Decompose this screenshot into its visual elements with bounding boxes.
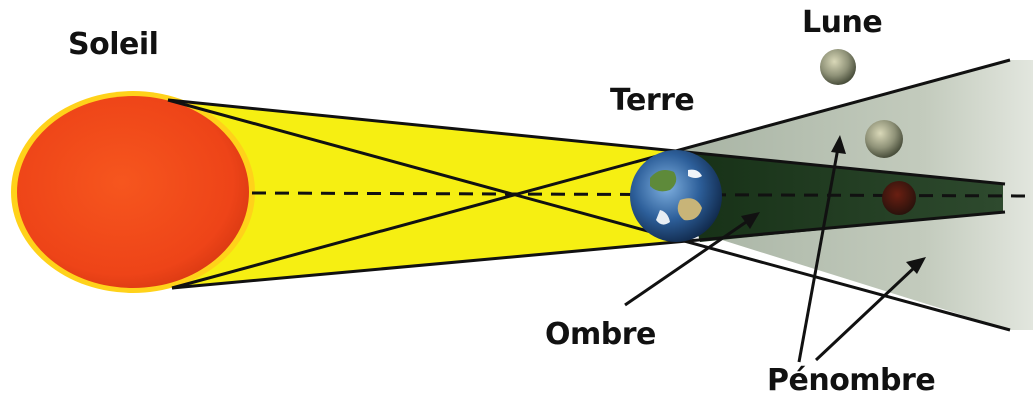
moon-upper [820,49,856,85]
umbra-label: Ombre [545,320,656,350]
earth [630,150,722,242]
sun [17,96,249,288]
moon-eclipsed [882,181,916,215]
penumbra-label: Pénombre [767,366,935,396]
earth-label: Terre [610,86,694,116]
moon-label: Lune [802,8,882,38]
moon-penumbra [865,120,903,158]
sun-label: Soleil [68,30,158,60]
